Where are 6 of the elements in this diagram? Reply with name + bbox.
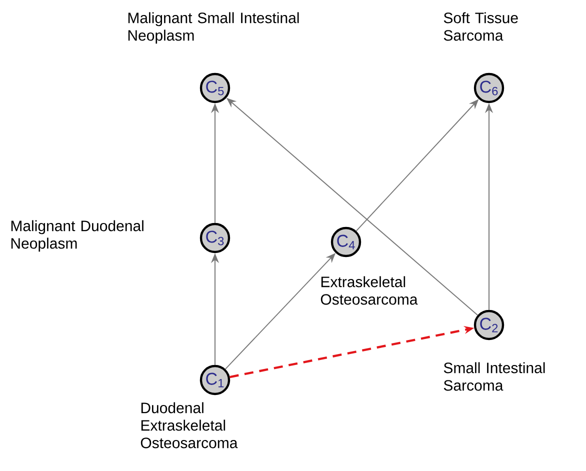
node-label: Extraskeletal Osteosarcoma <box>320 276 418 305</box>
node-label: Malignant Duodenal Neoplasm <box>11 220 144 252</box>
node-label: Duodenal Extraskeletal Osteosarcoma <box>140 402 238 448</box>
node-label: Soft Tissue Sarcoma <box>444 12 518 41</box>
node-label: Small Intestinal Sarcoma <box>444 362 545 391</box>
node-label: Malignant Small Intestinal Neoplasm <box>128 12 299 44</box>
